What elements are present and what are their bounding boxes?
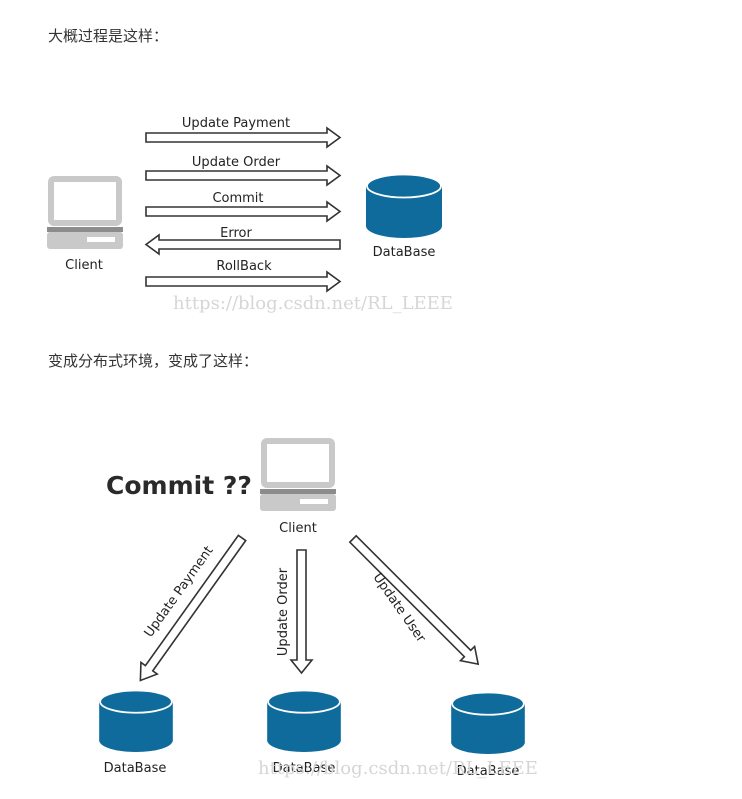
database-icon-1 <box>98 690 174 752</box>
caption-distributed: 变成分布式环境，变成了这样： <box>48 352 259 370</box>
arrow-error <box>144 233 341 256</box>
database-icon-3 <box>450 692 526 754</box>
arrow-update-order <box>145 164 342 187</box>
arrow-update-payment <box>145 126 342 149</box>
caption-intro: 大概过程是这样： <box>48 27 169 45</box>
arrow-commit <box>145 200 342 223</box>
database-label: DataBase <box>373 245 436 260</box>
arrow-label-update-order: Update Order <box>276 567 291 656</box>
diagram-sequence: Client DataBase Update Payment Update Or… <box>47 116 453 314</box>
client-computer-icon <box>47 176 123 249</box>
database-icon-2 <box>266 690 342 752</box>
arrow-update-order-2 <box>289 549 314 675</box>
commit-heading: Commit ?? <box>106 471 252 500</box>
database-icon <box>366 174 442 238</box>
database-label-2: DataBase <box>273 761 336 776</box>
client-computer-icon-2 <box>260 438 336 511</box>
diagram-distributed: Commit ?? Client Update Payment Update O… <box>98 438 538 779</box>
message-commit: Commit <box>212 191 263 206</box>
message-update-payment: Update Payment <box>182 116 290 131</box>
arrow-update-user <box>348 534 480 666</box>
arrow-update-payment-2 <box>139 534 247 682</box>
message-rollback: RollBack <box>216 259 272 274</box>
arrow-rollback <box>145 270 342 293</box>
watermark-1: https://blog.csdn.net/RL_LEEE <box>173 293 453 314</box>
database-label-3: DataBase <box>457 764 520 779</box>
message-update-order: Update Order <box>192 155 281 170</box>
database-label-1: DataBase <box>104 761 167 776</box>
client-label: Client <box>65 258 103 273</box>
watermark-2: https://blog.csdn.net/RL_LEEE <box>258 758 538 779</box>
message-error: Error <box>220 226 252 241</box>
client-label-2: Client <box>279 521 317 536</box>
